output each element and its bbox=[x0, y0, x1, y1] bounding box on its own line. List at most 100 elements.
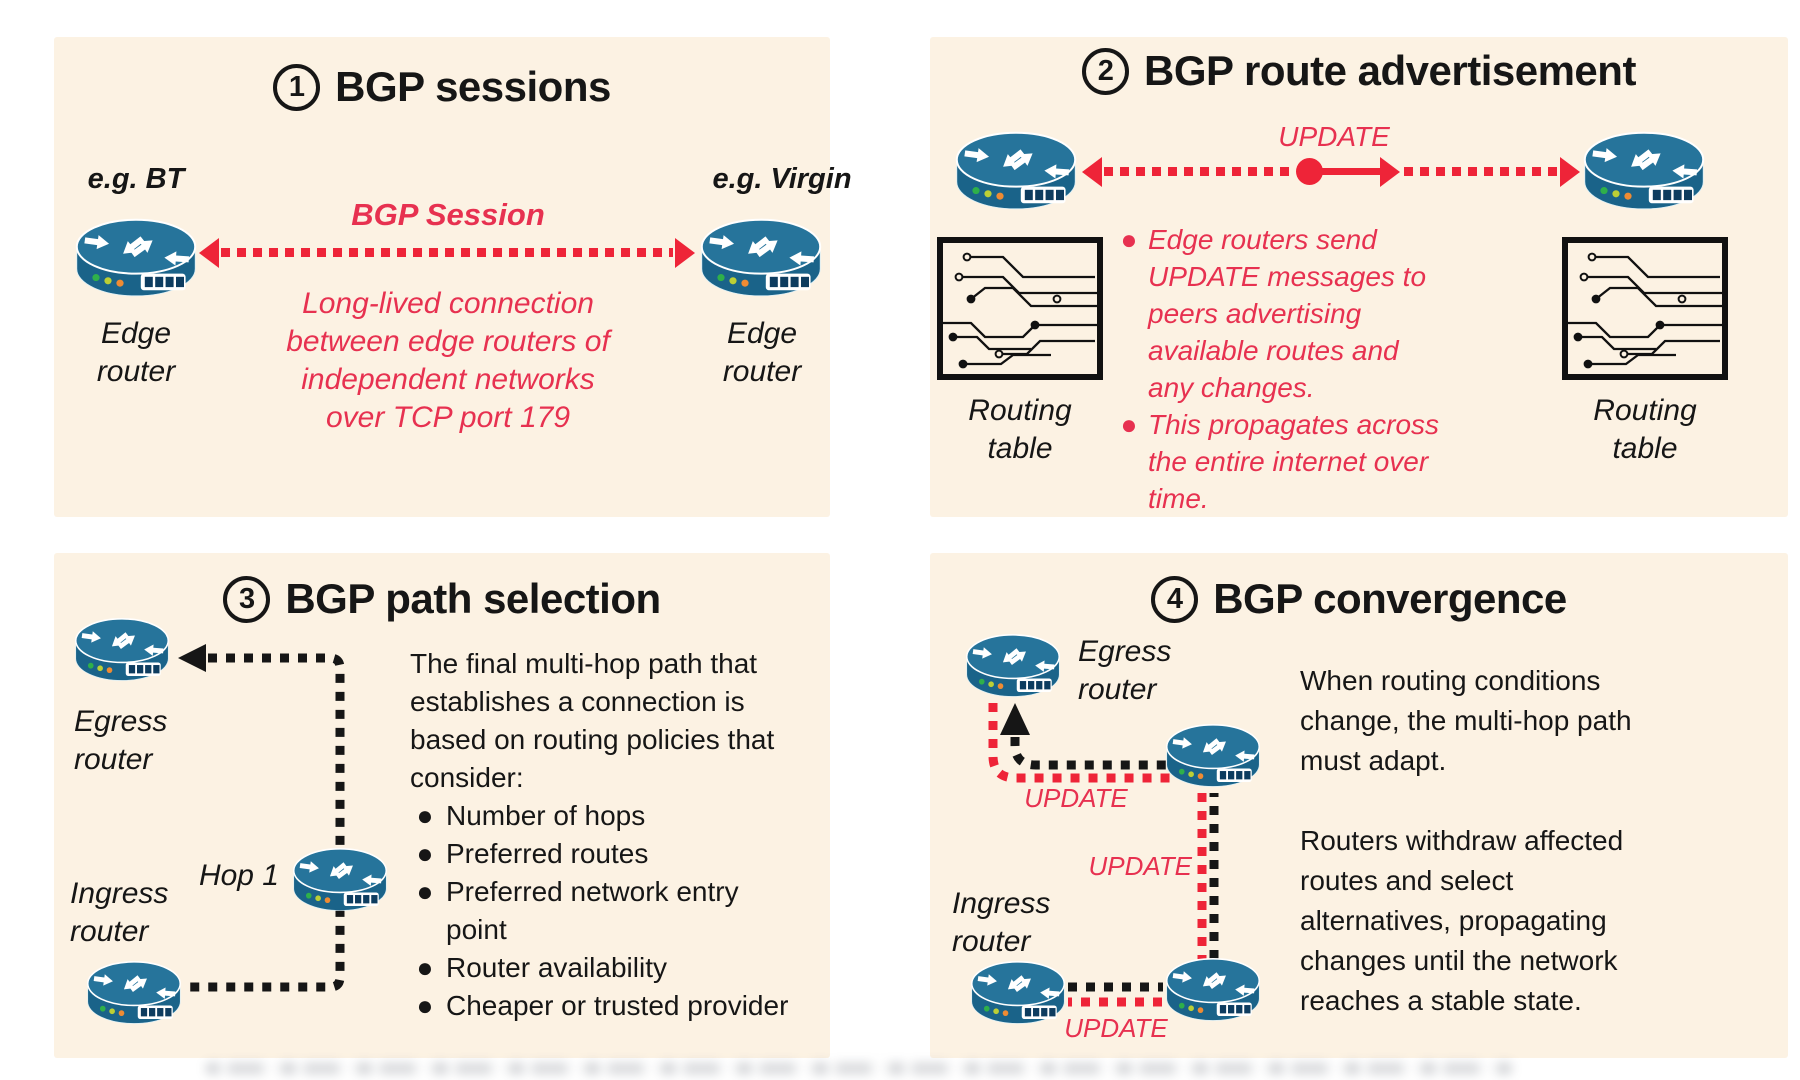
convergence-paths bbox=[988, 703, 1219, 1007]
update-label: UPDATE bbox=[1278, 121, 1390, 152]
caption-line: Edge bbox=[726, 317, 798, 350]
left-router-caption: Edge router bbox=[56, 315, 216, 391]
arrowhead-left-icon bbox=[1082, 157, 1102, 187]
description-line: Long-lived connection bbox=[302, 287, 594, 320]
list-item: ● Preferred network entry point bbox=[410, 873, 820, 949]
update-label-2: UPDATE bbox=[1088, 851, 1192, 881]
bullet-dot-icon: ● bbox=[416, 990, 434, 1021]
text-line: Routers withdraw affected bbox=[1300, 825, 1624, 856]
bullet-line: Edge routers send bbox=[1148, 224, 1377, 255]
update-label-1: UPDATE bbox=[1024, 783, 1128, 813]
panel3-title: 3 BGP path selection bbox=[54, 575, 830, 623]
caption-line: Egress bbox=[1078, 635, 1172, 668]
bgp-session-dotted-line bbox=[221, 248, 673, 257]
routing-table-left-icon bbox=[937, 237, 1103, 380]
session-description: Long-lived connection between edge route… bbox=[268, 285, 628, 437]
bullet-text: This propagates across the entire intern… bbox=[1148, 406, 1439, 517]
text-line: establishes a connection is bbox=[410, 686, 745, 717]
caption-line: router bbox=[952, 925, 1031, 958]
list-item-text: Number of hops bbox=[446, 800, 646, 831]
panel-bgp-convergence: 4 BGP convergence Egress router bbox=[930, 553, 1788, 1058]
bullet-dot-icon: ● bbox=[416, 876, 434, 907]
update-message-line bbox=[1314, 168, 1382, 175]
list-item-text: Router availability bbox=[446, 952, 667, 983]
text-line: consider: bbox=[410, 762, 524, 793]
edge-router-right-icon bbox=[697, 215, 825, 299]
panel2-title-text: BGP route advertisement bbox=[1144, 47, 1636, 94]
panel3-title-text: BGP path selection bbox=[285, 575, 661, 622]
bullet-line: time. bbox=[1148, 483, 1209, 514]
bullet-dot-icon: ● bbox=[1120, 224, 1138, 255]
bullet-text: Edge routers send UPDATE messages to pee… bbox=[1148, 221, 1426, 406]
update-dotted-line-left bbox=[1104, 167, 1296, 176]
bullet-item: ● Edge routers send UPDATE messages to p… bbox=[1118, 221, 1439, 406]
caption-line: table bbox=[987, 432, 1053, 465]
hop-router-icon bbox=[1163, 721, 1263, 789]
list-item-text: Preferred routes bbox=[446, 838, 649, 869]
paragraph-gap bbox=[1300, 781, 1770, 821]
panel4-title: 4 BGP convergence bbox=[930, 575, 1788, 623]
panel-bgp-sessions: 1 BGP sessions e.g. BT e.g. Virgin BGP S… bbox=[54, 37, 852, 517]
bgp-session-label: BGP Session bbox=[351, 197, 545, 232]
arrowhead-right-icon bbox=[675, 238, 695, 268]
update-label-3: UPDATE bbox=[1064, 1013, 1168, 1043]
right-router-caption: Edge router bbox=[682, 315, 842, 391]
text-line: The final multi-hop path that bbox=[410, 648, 758, 679]
list-item: ●Router availability bbox=[410, 949, 820, 987]
panel1-title-text: BGP sessions bbox=[335, 63, 611, 110]
convergence-text: When routing conditions change, the mult… bbox=[1300, 661, 1770, 1021]
circled-number-1-icon: 1 bbox=[273, 63, 321, 111]
ingress-router-icon bbox=[968, 958, 1068, 1026]
bullet-line: This propagates across bbox=[1148, 409, 1440, 440]
ingress-router-caption: Ingress router bbox=[952, 885, 1132, 961]
text-line: based on routing policies that bbox=[410, 724, 775, 755]
description-line: between edge routers of bbox=[286, 325, 610, 358]
edge-router-right-icon bbox=[1580, 128, 1708, 212]
bullet-dot-icon: ● bbox=[416, 838, 434, 869]
egress-router-caption: Egress router bbox=[74, 703, 254, 779]
caption-line: Routing bbox=[968, 394, 1072, 427]
caption-line: router bbox=[96, 355, 176, 388]
panel-bgp-route-advertisement: 2 BGP route advertisement UPDATE bbox=[930, 37, 1788, 517]
caption-line: Ingress bbox=[70, 877, 169, 910]
edge-router-left-icon bbox=[952, 128, 1080, 212]
caption-line: Routing bbox=[1593, 394, 1697, 427]
bullet-dot-icon: ● bbox=[416, 800, 434, 831]
text-line: reaches a stable state. bbox=[1300, 985, 1582, 1016]
hop1-label: Hop 1 bbox=[198, 859, 279, 892]
circled-number-4-icon: 4 bbox=[1151, 575, 1199, 623]
text-line: When routing conditions bbox=[1300, 665, 1601, 696]
list-item: ● Cheaper or trusted provider bbox=[410, 987, 820, 1025]
description-line: over TCP port 179 bbox=[326, 401, 570, 434]
list-item-text: Cheaper or trusted provider bbox=[446, 990, 789, 1021]
right-table-caption: Routing table bbox=[1565, 392, 1725, 468]
bullet-line: available routes and bbox=[1148, 335, 1399, 366]
caption-line: Ingress bbox=[952, 887, 1051, 920]
update-dotted-line-right bbox=[1404, 167, 1558, 176]
panel1-title: 1 BGP sessions bbox=[54, 63, 830, 111]
left-network-tag: e.g. BT bbox=[87, 163, 185, 195]
routing-table-right-icon bbox=[1562, 237, 1728, 380]
caption-line: Edge bbox=[100, 317, 172, 350]
left-table-caption: Routing table bbox=[940, 392, 1100, 468]
caption-line: Egress bbox=[74, 705, 168, 738]
egress-router-icon bbox=[72, 615, 172, 683]
hop-router-bottom-icon bbox=[1163, 955, 1263, 1023]
cropped-caption-ghost bbox=[205, 1062, 1515, 1075]
hop1-router-icon bbox=[290, 845, 390, 913]
bullet-dot-icon: ● bbox=[1120, 409, 1138, 440]
edge-router-left-icon bbox=[72, 215, 200, 299]
text-line: routes and select bbox=[1300, 865, 1514, 896]
multi-hop-path bbox=[178, 644, 345, 992]
list-item-text: Preferred network entry point bbox=[446, 876, 739, 945]
list-item: ● Number of hops bbox=[410, 797, 820, 835]
text-line: alternatives, propagating bbox=[1300, 905, 1607, 936]
right-network-tag: e.g. Virgin bbox=[712, 163, 852, 195]
bullet-item: ● This propagates across the entire inte… bbox=[1118, 406, 1440, 517]
update-message-arrow-icon bbox=[1380, 157, 1400, 187]
caption-line: router bbox=[1078, 673, 1157, 706]
caption-line: router bbox=[722, 355, 802, 388]
caption-line: table bbox=[1612, 432, 1678, 465]
arrowhead-right-icon bbox=[1560, 157, 1580, 187]
